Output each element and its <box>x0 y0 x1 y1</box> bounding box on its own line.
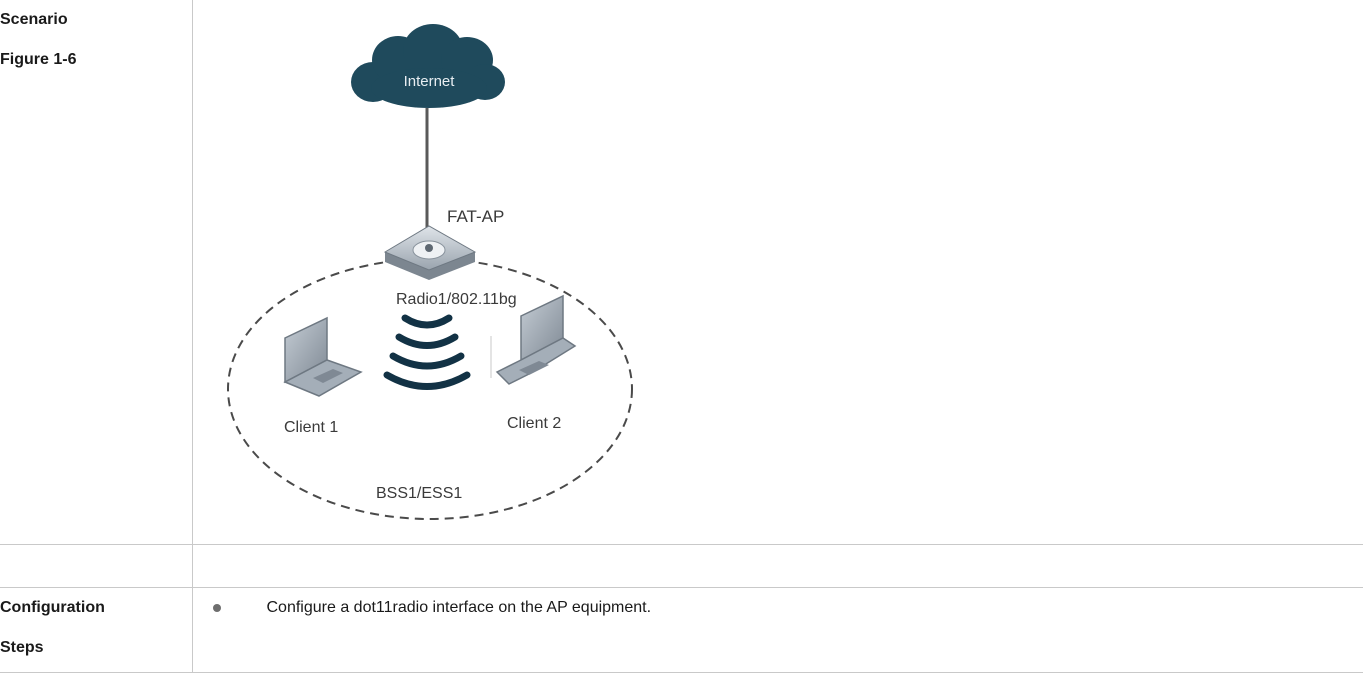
empty-content-cell <box>192 545 1363 588</box>
cloud-icon <box>351 24 505 108</box>
step-text: Configure a dot11radio interface on the … <box>267 596 652 620</box>
steps-label-cell: Configuration Steps <box>0 588 192 673</box>
laptop-icon <box>491 296 575 384</box>
figure-cell: Internet FAT-AP Radio1/802.11bg <box>192 0 1363 545</box>
empty-row <box>0 545 1363 588</box>
scenario-label-cell: Scenario Figure 1-6 <box>0 0 192 545</box>
figure-number-label: Figure 1-6 <box>0 40 192 80</box>
radio-label: Radio1/802.11bg <box>396 291 517 308</box>
scenario-row: Scenario Figure 1-6 <box>0 0 1363 545</box>
bss-label: BSS1/ESS1 <box>376 485 462 502</box>
client-1-label: Client 1 <box>284 419 338 436</box>
client-2-label: Client 2 <box>507 415 561 432</box>
network-diagram: Internet FAT-AP Radio1/802.11bg <box>193 0 1363 540</box>
cloud-label: Internet <box>403 73 455 90</box>
laptop-icon <box>285 318 361 396</box>
wireless-signal-icon <box>387 318 467 387</box>
step-item: Configure a dot11radio interface on the … <box>193 588 1363 620</box>
empty-label-cell <box>0 545 192 588</box>
bullet-icon <box>213 604 221 612</box>
ap-label: FAT-AP <box>447 207 504 226</box>
access-point-icon <box>385 226 475 280</box>
configuration-label: Configuration <box>0 588 192 628</box>
steps-content-cell: Configure a dot11radio interface on the … <box>192 588 1363 673</box>
scenario-label: Scenario <box>0 0 192 40</box>
configuration-steps-row: Configuration Steps Configure a dot11rad… <box>0 588 1363 673</box>
steps-label: Steps <box>0 628 192 668</box>
